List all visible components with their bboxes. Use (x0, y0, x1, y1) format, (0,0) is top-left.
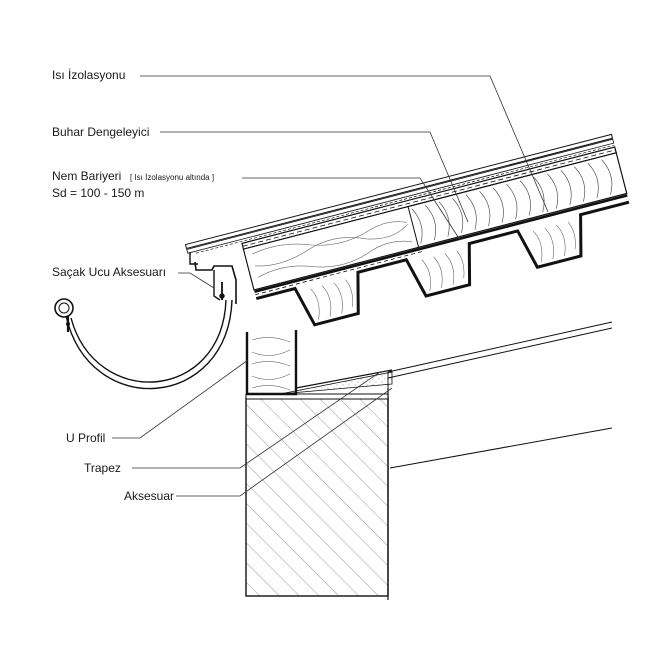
trapezoidal-sheet (255, 200, 630, 327)
label-sd-value: Sd = 100 - 150 m (52, 186, 144, 200)
leader-lines (112, 75, 549, 497)
label-u-profil: U Profil (66, 431, 105, 445)
label-nem-bariyeri-note: [ Isı İzolasyonu altında ] (130, 173, 214, 182)
label-nem-bariyeri: Nem Bariyeri (52, 169, 121, 183)
gutter (54, 298, 233, 390)
labels: Isı İzolasyonu Buhar Dengeleyici Nem Bar… (52, 68, 214, 503)
label-trapez: Trapez (84, 461, 121, 475)
upper-insulation-layer (242, 152, 628, 291)
roof-assembly (184, 133, 630, 327)
eave-accessory (189, 252, 237, 304)
eave-box (245, 330, 393, 396)
label-isi-izolasyonu: Isı İzolasyonu (52, 68, 125, 82)
label-buhar-dengeleyici: Buhar Dengeleyici (52, 125, 149, 139)
label-sacak-ucu-aksesuari: Saçak Ucu Aksesuarı (52, 265, 166, 279)
label-aksesuar: Aksesuar (124, 489, 174, 503)
roof-underside (387, 321, 613, 469)
concrete-wall (245, 388, 389, 600)
